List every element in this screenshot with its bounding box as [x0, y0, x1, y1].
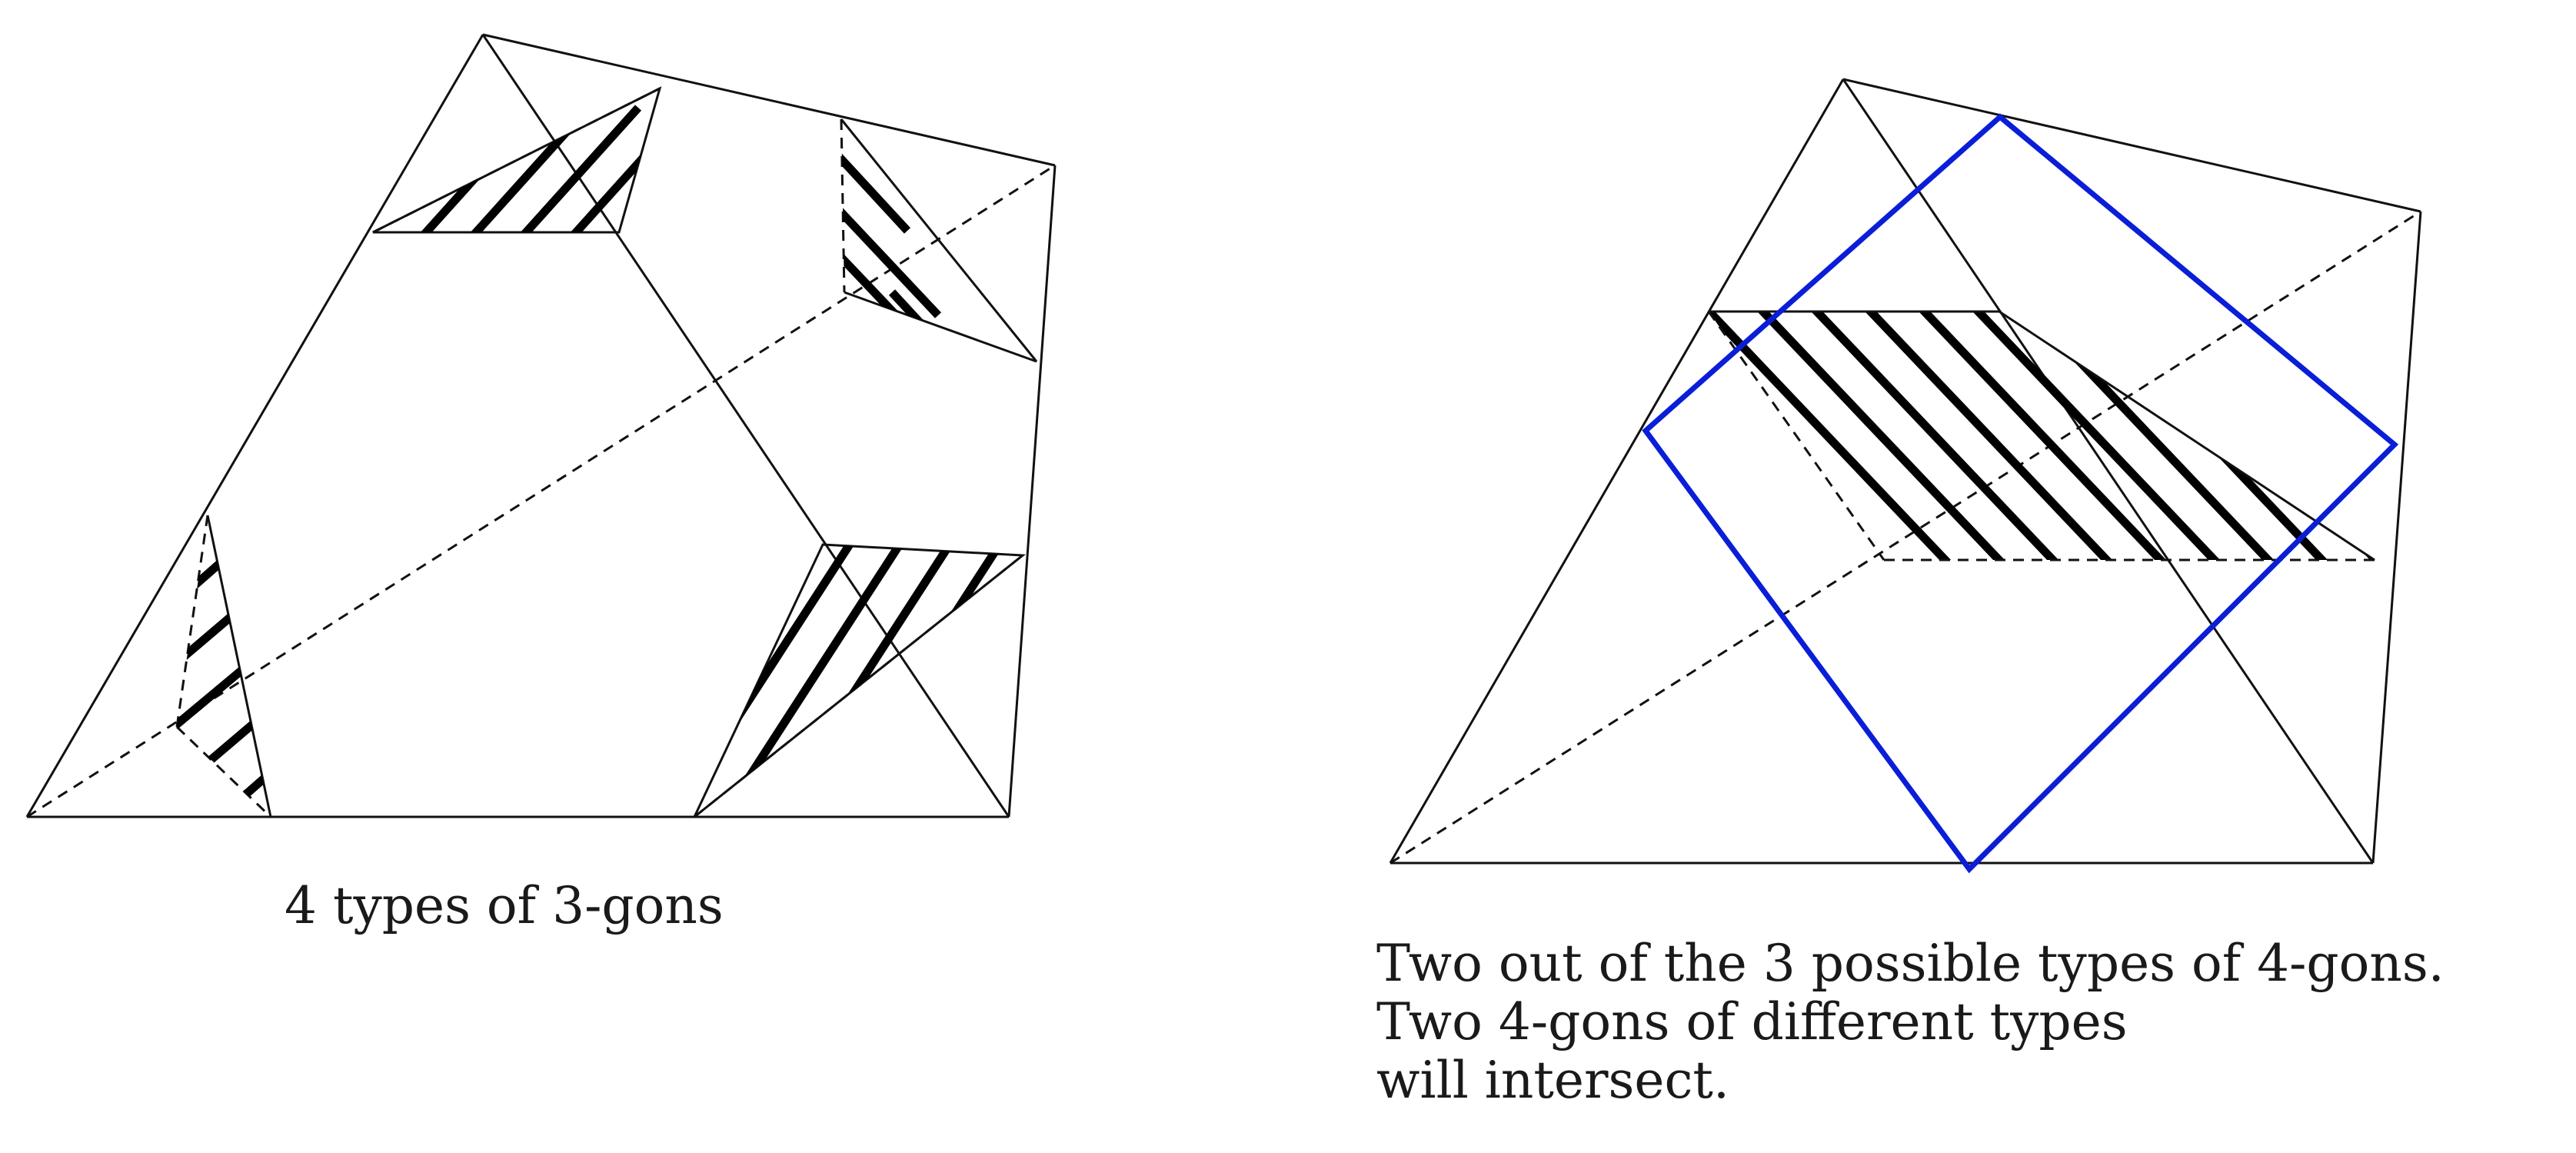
- left-triangle-bottom: [693, 543, 1027, 818]
- triangle-right-hidden-edge: [840, 118, 846, 293]
- triangle-top-hatching: [396, 105, 660, 232]
- edge-left-BC: [482, 33, 1056, 167]
- triangle-right-hatching: [841, 128, 1034, 362]
- right-caption-line-3: will intersect.: [1376, 1051, 1729, 1110]
- right-quad-hatched: [1707, 310, 2375, 562]
- triangle-left-hidden-a: [175, 515, 209, 728]
- left-tetrahedron: [25, 33, 1057, 818]
- edge-right-CD: [2371, 211, 2422, 864]
- triangle-left-hidden-b: [175, 725, 272, 818]
- left-triangle-top: [372, 86, 662, 234]
- right-quad-blue-outline: [1642, 113, 2399, 874]
- edge-left-CD: [1007, 165, 1057, 818]
- left-triangle-right: [840, 118, 1038, 363]
- edge-left-AB: [25, 34, 484, 818]
- triangle-left-hatching: [177, 550, 271, 811]
- edge-left-BD: [481, 34, 1010, 818]
- triangle-right-edge-b: [840, 118, 1038, 362]
- edge-right-BC: [1842, 78, 2421, 213]
- right-tetrahedron: [1389, 78, 2422, 865]
- left-triangle-left: [175, 515, 272, 818]
- edge-right-AB: [1389, 78, 1845, 864]
- triangle-top-outline: [372, 86, 662, 234]
- quad-left-hidden-edge: [1707, 311, 1885, 561]
- edge-right-BD: [1842, 78, 2375, 864]
- right-caption: Two out of the 3 possible types of 4-gon…: [1376, 935, 2445, 1110]
- quad-right-edge: [1999, 310, 2375, 562]
- right-caption-line-2: Two 4-gons of different types: [1376, 992, 2128, 1051]
- left-caption: 4 types of 3-gons: [285, 876, 724, 935]
- triangle-right-edge-a: [844, 291, 1037, 363]
- edge-right-AC-hidden: [1390, 210, 2421, 865]
- triangle-top-hidden-edge: [372, 87, 661, 234]
- triangle-bottom-hatching: [694, 545, 1023, 802]
- quad-hatching: [1709, 312, 2375, 560]
- right-caption-line-1: Two out of the 3 possible types of 4-gon…: [1376, 934, 2445, 993]
